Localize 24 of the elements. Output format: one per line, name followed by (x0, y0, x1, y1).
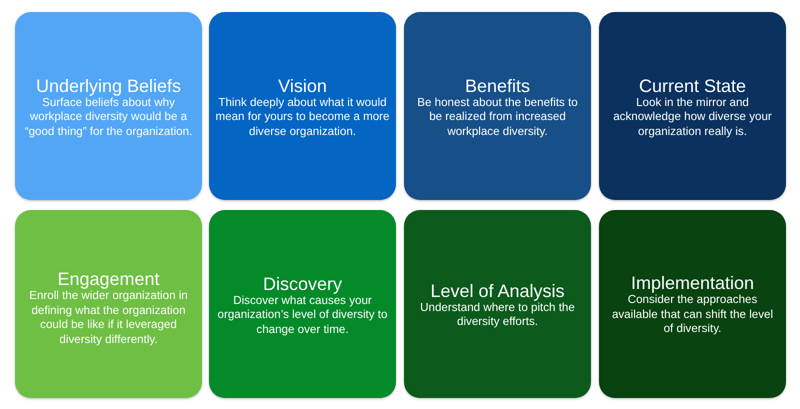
card-description: Be honest about the benefits to be realized from increased workplace diversity. (416, 96, 579, 140)
step-card (15, 12, 202, 200)
card-description: Surface beliefs about why workplace diversity would be a “good thing” for the organization. (24, 96, 194, 140)
card-description: Think deeply about what it would mean for yours to become a more diverse organization. (214, 96, 390, 140)
step-card (404, 12, 591, 200)
card-description: Understand where to pitch the diversity efforts. (419, 300, 576, 330)
card-heading: Engagement (57, 269, 160, 289)
card-heading: Level of Analysis (430, 280, 565, 300)
card-heading: Current State (638, 76, 746, 96)
card-heading: Underlying Beliefs (36, 76, 182, 96)
card-description: Consider the approaches available that can shift the level of diversity. (610, 293, 774, 337)
step-card (599, 12, 786, 200)
step-card (209, 12, 396, 200)
card-description: Discover what causes your organization’s level of diversity to change over time. (216, 294, 388, 338)
card-heading: Benefits (464, 76, 530, 96)
card-heading: Discovery (262, 274, 342, 294)
step-card (15, 210, 202, 398)
card-description: Look in the mirror and acknowledge how diverse your organization really is. (612, 96, 773, 140)
card-heading: Vision (278, 76, 327, 96)
card-heading: Implementation (630, 273, 754, 294)
step-card (209, 210, 396, 398)
card-description: Enroll the wider organization in defining what the organization could be like if it leveraged diversity differently. (28, 289, 189, 347)
step-card (599, 210, 786, 398)
step-card (404, 210, 591, 398)
